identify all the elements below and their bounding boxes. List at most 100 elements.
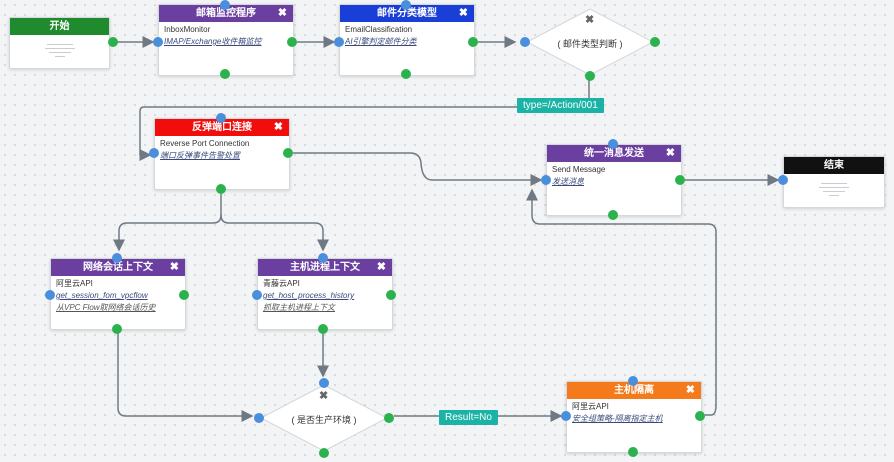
close-icon[interactable]: ✖: [319, 390, 329, 402]
wire-net-decision[interactable]: [117, 333, 254, 422]
close-icon[interactable]: ✖: [273, 121, 283, 133]
decision-type-bottom-port[interactable]: [585, 71, 595, 81]
reverse-bottom-port[interactable]: [216, 184, 226, 194]
proc-output-port[interactable]: [386, 290, 396, 300]
close-icon[interactable]: ✖: [169, 261, 179, 273]
network-session-function[interactable]: get_session_fom_vpcflow: [56, 291, 148, 300]
net-bottom-port[interactable]: [112, 324, 122, 334]
inbox-output-port[interactable]: [287, 37, 297, 47]
start-output-port[interactable]: [108, 37, 118, 47]
decision-production-env[interactable]: ✖ ( 是否生产环境 ): [259, 383, 389, 453]
decision-email-type[interactable]: ✖ ( 邮件类型判断 ): [525, 7, 655, 77]
decision-prod-top-port[interactable]: [319, 378, 329, 388]
isolate-output-port[interactable]: [695, 411, 705, 421]
start-node[interactable]: 开始: [9, 17, 110, 69]
host-isolation-desc[interactable]: 安全组策略-隔离指定主机: [572, 414, 663, 423]
inbox-input-port[interactable]: [153, 37, 163, 47]
send-output-port[interactable]: [675, 175, 685, 185]
classify-bottom-port[interactable]: [401, 69, 411, 79]
classify-output-port[interactable]: [468, 37, 478, 47]
inbox-monitor-desc[interactable]: IMAP/Exchange收件箱监控: [164, 37, 262, 46]
decision-production-env-label: ( 是否生产环境 ): [291, 415, 357, 425]
network-session-title: 网络会话上下文: [83, 262, 153, 273]
close-icon[interactable]: ✖: [376, 261, 386, 273]
inbox-monitor-node[interactable]: 邮箱监控程序 ✖ InboxMonitor IMAP/Exchange收件箱监控: [158, 4, 294, 76]
end-node-preview: [784, 174, 884, 203]
decision-prod-bottom-port[interactable]: [319, 448, 329, 458]
close-icon[interactable]: ✖: [665, 147, 675, 159]
close-icon[interactable]: ✖: [458, 7, 468, 19]
end-node[interactable]: 结束: [783, 156, 885, 208]
decision-email-type-label: ( 邮件类型判断 ): [557, 39, 623, 49]
wire-isolate-send[interactable]: [526, 188, 717, 416]
isolate-bottom-port[interactable]: [628, 447, 638, 457]
decision-prod-output-port[interactable]: [384, 413, 394, 423]
start-node-preview: [10, 35, 109, 64]
net-input-port[interactable]: [45, 290, 55, 300]
end-node-header: 结束: [784, 157, 884, 174]
close-icon[interactable]: ✖: [685, 384, 695, 396]
reverse-output-port[interactable]: [283, 148, 293, 158]
host-isolation-node[interactable]: 主机隔离 ✖ 阿里云API 安全组策略-隔离指定主机: [566, 381, 702, 453]
close-icon[interactable]: ✖: [585, 14, 595, 26]
start-node-header: 开始: [10, 18, 109, 35]
host-process-header: 主机进程上下文 ✖: [258, 259, 392, 276]
reverse-top-port[interactable]: [216, 113, 226, 123]
network-session-node[interactable]: 网络会话上下文 ✖ 阿里云API get_session_fom_vpcflow…: [50, 258, 186, 330]
host-process-desc: 抓取主机进程上下文: [263, 303, 335, 312]
inbox-monitor-header: 邮箱监控程序 ✖: [159, 5, 293, 22]
send-message-title: 统一消息发送: [584, 148, 644, 159]
network-session-header: 网络会话上下文 ✖: [51, 259, 185, 276]
reverse-port-node[interactable]: 反弹端口连接 ✖ Reverse Port Connection 端口反弹事件告…: [154, 118, 290, 190]
inbox-monitor-name: InboxMonitor: [164, 25, 211, 34]
host-isolation-provider: 阿里云API: [572, 402, 609, 411]
net-top-port[interactable]: [112, 253, 122, 263]
host-process-node[interactable]: 主机进程上下文 ✖ 青藤云API get_host_process_histor…: [257, 258, 393, 330]
network-session-provider: 阿里云API: [56, 279, 93, 288]
decision-type-input-port[interactable]: [520, 37, 530, 47]
host-process-function[interactable]: get_host_process_history: [263, 291, 355, 300]
reverse-port-desc[interactable]: 端口反弹事件告警处置: [160, 151, 240, 160]
close-icon[interactable]: ✖: [277, 7, 287, 19]
send-message-node[interactable]: 统一消息发送 ✖ Send Message 发送消息: [546, 144, 682, 216]
net-output-port[interactable]: [179, 290, 189, 300]
edge-label-type-action[interactable]: type=/Action/001: [517, 98, 604, 113]
send-bottom-port[interactable]: [608, 210, 618, 220]
inbox-monitor-title: 邮箱监控程序: [196, 8, 256, 19]
email-classification-title: 邮件分类模型: [377, 8, 437, 19]
proc-top-port[interactable]: [318, 253, 328, 263]
classify-top-port[interactable]: [401, 0, 411, 10]
email-classification-header: 邮件分类模型 ✖: [340, 5, 474, 22]
isolate-top-port[interactable]: [628, 376, 638, 386]
send-message-desc[interactable]: 发送消息: [552, 177, 584, 186]
proc-bottom-port[interactable]: [318, 324, 328, 334]
host-process-provider: 青藤云API: [263, 279, 300, 288]
classify-input-port[interactable]: [334, 37, 344, 47]
email-classification-desc[interactable]: AI引擎判定邮件分类: [345, 37, 417, 46]
proc-input-port[interactable]: [252, 290, 262, 300]
isolate-input-port[interactable]: [561, 411, 571, 421]
edge-label-result-no[interactable]: Result=No: [439, 410, 498, 425]
reverse-input-port[interactable]: [149, 148, 159, 158]
end-node-title: 结束: [824, 160, 844, 171]
send-input-port[interactable]: [541, 175, 551, 185]
host-process-title: 主机进程上下文: [290, 262, 360, 273]
end-input-port[interactable]: [778, 175, 788, 185]
email-classification-node[interactable]: 邮件分类模型 ✖ EmailClassification AI引擎判定邮件分类: [339, 4, 475, 76]
reverse-port-header: 反弹端口连接 ✖: [155, 119, 289, 136]
send-message-header: 统一消息发送 ✖: [547, 145, 681, 162]
inbox-bottom-port[interactable]: [220, 69, 230, 79]
reverse-port-name: Reverse Port Connection: [160, 139, 250, 148]
wire-reverse-send[interactable]: [293, 152, 543, 186]
decision-type-output-port[interactable]: [650, 37, 660, 47]
inbox-top-port[interactable]: [220, 0, 230, 10]
send-message-name: Send Message: [552, 165, 606, 174]
decision-prod-input-port[interactable]: [254, 413, 264, 423]
wire-reverse-proc[interactable]: [220, 214, 329, 252]
send-top-port[interactable]: [608, 139, 618, 149]
host-isolation-header: 主机隔离 ✖: [567, 382, 701, 399]
host-isolation-title: 主机隔离: [614, 385, 654, 396]
wire-reverse-net[interactable]: [113, 194, 222, 252]
start-node-title: 开始: [49, 21, 70, 32]
